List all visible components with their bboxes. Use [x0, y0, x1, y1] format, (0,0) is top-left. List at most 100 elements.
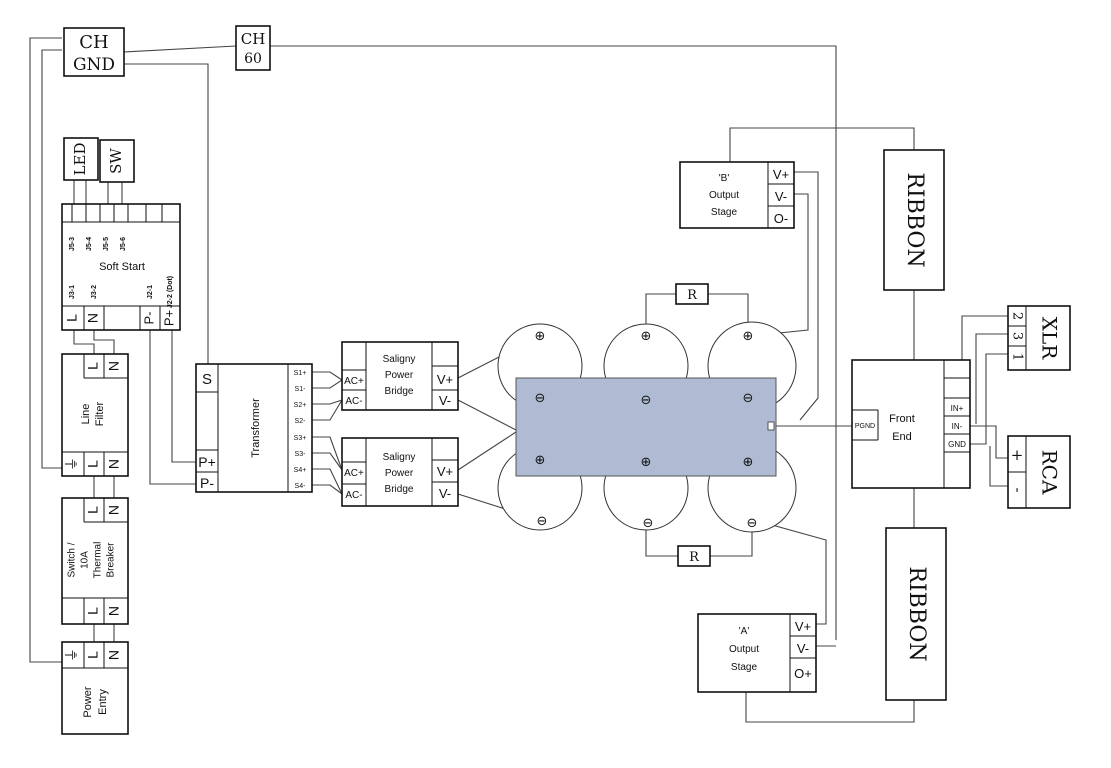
- xlr-pin3-wire: [975, 333, 1008, 424]
- switch-label-3: Thermal: [93, 542, 104, 579]
- p-plus-wire: [171, 330, 196, 463]
- resistor-top-body: [675, 283, 709, 305]
- front-end-module: PGND Front End IN+ IN- GND: [851, 359, 971, 489]
- rca-connector: + - RCA: [1007, 435, 1071, 509]
- transformer-s1-minus: S1-: [295, 386, 307, 393]
- line-filter-ground-icon: ⏚: [64, 457, 80, 471]
- ch60-box: [235, 25, 271, 71]
- capacitor-bank: ⊕ ⊕ ⊕ ⊖ ⊖ ⊖ ⊕ ⊕ ⊕ ⊖ ⊖ ⊖: [497, 321, 797, 533]
- output-stage-b-box: [679, 161, 795, 229]
- output-stage-a-v-plus: V+: [795, 619, 811, 634]
- soft-start-pin-j2-1: J2-1: [147, 285, 154, 299]
- rca-minus-wire: [989, 446, 1008, 487]
- output-stage-a-v-minus: V-: [797, 641, 809, 656]
- switch-breaker-module: L N Switch / 10A Thermal Breaker L N: [61, 497, 129, 625]
- output-stage-a-o-plus: O+: [794, 666, 812, 681]
- filter-switch-wire: [93, 476, 115, 500]
- soft-start-term-l: L: [64, 314, 80, 322]
- secondary-wire-3: [312, 399, 343, 405]
- bridge-2-v-minus: V-: [439, 486, 451, 501]
- sw-box: [99, 139, 135, 183]
- output-stage-b-label-1: 'B': [719, 173, 730, 184]
- resistor-top-label: R: [687, 288, 698, 303]
- front-end-label-1: Front: [889, 413, 915, 425]
- transformer-title: Transformer: [250, 398, 262, 458]
- power-entry-module: ⏚ L N Power Entry: [61, 641, 129, 735]
- transformer-s2-plus: S2+: [294, 402, 307, 409]
- front-end-in-plus: IN+: [951, 404, 964, 413]
- sw-wire: [107, 182, 123, 205]
- ch-gnd-box: [63, 27, 125, 77]
- power-entry-n: N: [106, 650, 122, 660]
- ribbon-upper-box: [883, 149, 945, 291]
- soft-start-term-p-minus: P-: [141, 312, 156, 325]
- soft-start-pin-j5-3: J5-3: [69, 237, 76, 251]
- ch-gnd-tag: CH GND: [63, 27, 125, 77]
- board-connector-icon: [767, 421, 775, 431]
- bridge1-vminus-wire: [457, 399, 517, 431]
- ch60-label-bottom: 60: [244, 51, 262, 67]
- bridge-2-v-plus: V+: [437, 464, 453, 479]
- output-stage-a-label-1: 'A': [739, 626, 750, 637]
- rca-plus-wire: [970, 425, 1008, 459]
- xlr-label: XLR: [1038, 317, 1062, 361]
- soft-start-term-p-plus: P+: [161, 310, 176, 326]
- bridge2-vplus-wire: [457, 431, 517, 471]
- softstart-l-wire: [73, 330, 95, 355]
- ribbon-lower-box: [885, 527, 947, 701]
- secondary-wire-8: [312, 484, 343, 495]
- transformer-term-s: S: [202, 371, 212, 388]
- secondary-wire-1: [312, 371, 343, 381]
- output-stage-a-box: [697, 613, 817, 693]
- transformer-s4-minus: S4-: [295, 483, 307, 490]
- cap-bottom-3-plus-icon: ⊕: [743, 454, 754, 469]
- rca-minus: -: [1009, 487, 1027, 492]
- bridge-1-label-3: Bridge: [385, 386, 414, 397]
- bridge-1-label-2: Power: [385, 370, 414, 381]
- switch-bottom-n: N: [106, 606, 122, 616]
- cap-top-3-minus-icon: ⊖: [743, 390, 754, 405]
- front-end-gnd: GND: [948, 440, 966, 449]
- ribbon-upper-wire: [729, 127, 915, 360]
- led-tag: LED: [63, 137, 99, 181]
- secondary-wire-4: [312, 399, 343, 421]
- front-end-pgnd: PGND: [855, 423, 875, 430]
- bridge-1-v-plus: V+: [437, 372, 453, 387]
- xlr-pin-2: 2: [1010, 312, 1025, 320]
- output-stage-a-module: 'A' Output Stage V+ V- O+: [697, 613, 817, 693]
- transformer-s4-plus: S4+: [294, 467, 307, 474]
- p-minus-wire: [149, 330, 196, 485]
- bridge-2-label-1: Saligny: [383, 452, 416, 463]
- xlr-pin-1: 1: [1010, 353, 1025, 361]
- cap-top-1-plus-icon: ⊕: [535, 328, 546, 343]
- bridge-1-module: AC+ AC- Saligny Power Bridge V+ V-: [341, 341, 459, 411]
- switch-top-l: L: [85, 506, 101, 514]
- sw-label: SW: [107, 148, 125, 174]
- led-label: LED: [71, 143, 89, 176]
- led-wire: [73, 180, 87, 205]
- bridge-2-module: AC+ AC- Saligny Power Bridge V+ V-: [341, 437, 459, 507]
- bridge-1-ac-minus: AC-: [345, 396, 362, 407]
- soft-start-module: J5-3 J5-4 J5-5 J5-6 Soft Start J3-1 J3-2…: [61, 203, 181, 331]
- chassis-ground-wire-inner: [41, 49, 62, 469]
- bridge-2-ac-plus: AC+: [344, 468, 364, 479]
- transformer-term-p-minus: P-: [200, 475, 214, 491]
- ch60-tag: CH 60: [235, 25, 271, 71]
- ribbon-lower-label: RIBBON: [904, 566, 929, 661]
- sw-tag: SW: [99, 139, 135, 183]
- line-filter-bottom-n: N: [106, 459, 122, 469]
- switch-breaker-box: [61, 497, 129, 625]
- soft-start-pin-j2-2: J2-2 (Dot): [167, 276, 174, 308]
- line-filter-title-1: Line: [80, 404, 92, 425]
- xlr-box: [1007, 305, 1071, 371]
- transformer-term-p-plus: P+: [198, 454, 216, 470]
- line-filter-bottom-l: L: [85, 460, 101, 468]
- led-box: [63, 137, 99, 181]
- soft-start-pin-j5-4: J5-4: [86, 237, 93, 251]
- power-entry-label-1: Power: [82, 686, 94, 718]
- output-stage-b-v-minus: V-: [775, 189, 787, 204]
- output-stage-b-module: 'B' Output Stage V+ V- O-: [679, 161, 795, 229]
- b-output-vplus-wire: [794, 171, 819, 421]
- bridge-1-box: [341, 341, 459, 411]
